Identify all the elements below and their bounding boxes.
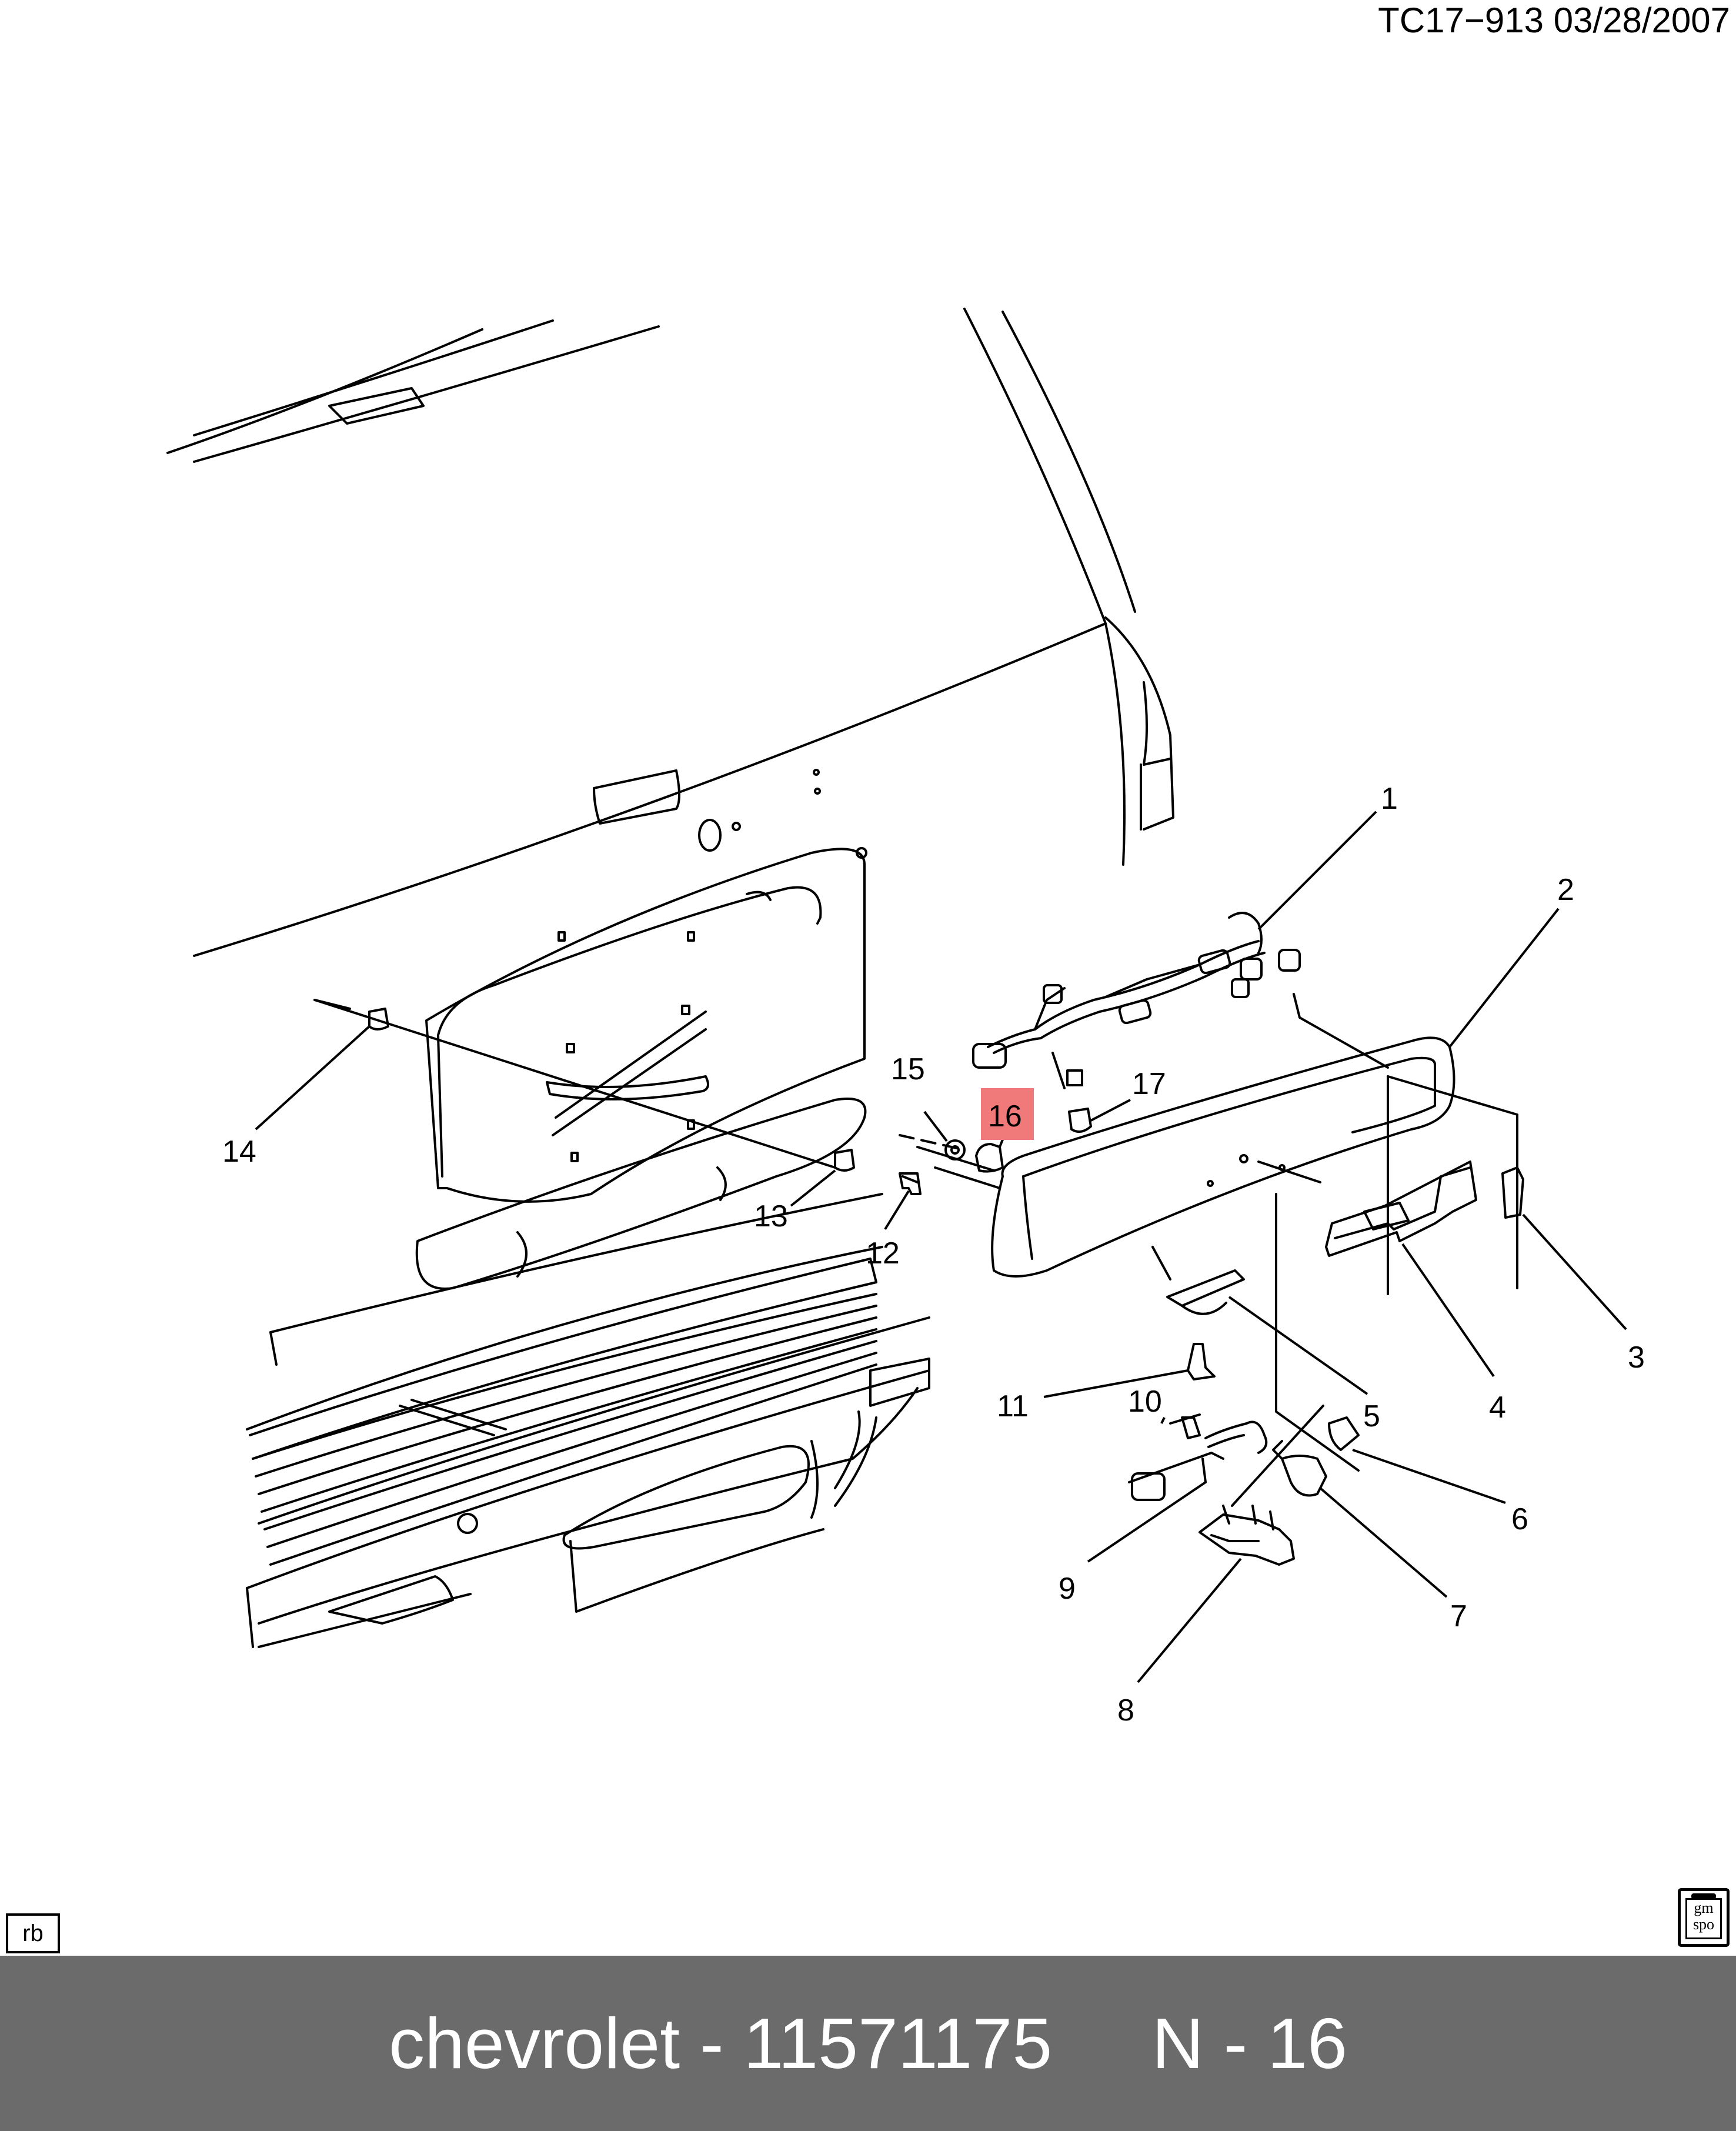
- leader-1: [1257, 811, 1377, 931]
- bulb-6: [1328, 1416, 1360, 1451]
- corner-tag: rb: [6, 1913, 60, 1953]
- wiring-harness-1: [972, 912, 1301, 1089]
- drawing-code-date: TC17−913 03/28/2007: [1378, 1, 1730, 40]
- license-plate-recess: [562, 1445, 810, 1550]
- leader-13: [790, 1169, 836, 1207]
- liftgate-top-edge: [193, 622, 1107, 957]
- bowtie-emblem-4: [1325, 1160, 1477, 1257]
- leader-4: [1401, 1243, 1495, 1378]
- d-pillar: [1001, 311, 1136, 613]
- leader-9: [1087, 1481, 1207, 1563]
- pigtail-9: [1204, 1420, 1268, 1454]
- logo-cap: [1691, 1893, 1716, 1899]
- lamp-housing-8: [1198, 1513, 1295, 1566]
- leader-3: [1522, 1213, 1627, 1330]
- callout-8: 8: [1117, 1693, 1134, 1728]
- callout-14: 14: [222, 1135, 256, 1169]
- callout-2: 2: [1557, 873, 1574, 907]
- rear-reflector: [328, 1575, 454, 1625]
- leader-17: [1090, 1099, 1131, 1122]
- callout-highlight: [981, 1088, 1034, 1140]
- grommet-13: [834, 1149, 855, 1172]
- leader-7: [1319, 1487, 1448, 1598]
- leader-8: [1137, 1558, 1242, 1683]
- callout-7: 7: [1450, 1599, 1467, 1633]
- parts-diagram: 1 2 3 4 5 6 7 8 9 10 11 12 13 14 15 16 1…: [166, 308, 1645, 1728]
- leader-14: [255, 1025, 370, 1130]
- d-pillar: [1143, 681, 1171, 766]
- callout-4: 4: [1489, 1390, 1506, 1425]
- logo-mark: gm spo: [1685, 1898, 1722, 1939]
- callout-1: 1: [1381, 782, 1398, 816]
- lamp-lens-5: [1166, 1269, 1245, 1307]
- clip-10: [1181, 1416, 1201, 1439]
- leader-2: [1448, 908, 1560, 1048]
- leader-15: [923, 1110, 948, 1142]
- nut-16: [975, 1143, 1004, 1173]
- callout-13: 13: [754, 1199, 788, 1233]
- roof-line: [193, 319, 554, 436]
- footer-caption: chevrolet - 11571175 N - 16: [0, 1956, 1736, 2131]
- callout-17: 17: [1132, 1067, 1166, 1101]
- washer-15: [944, 1139, 966, 1160]
- roof-line: [193, 325, 660, 463]
- license-pocket: [425, 848, 866, 1203]
- clip-3: [1501, 1166, 1524, 1219]
- screw-11: [1187, 1343, 1216, 1380]
- logo-line2: spo: [1692, 1916, 1715, 1933]
- d-pillar: [963, 308, 1126, 866]
- leader-5: [1228, 1296, 1368, 1395]
- callout-15: 15: [891, 1052, 925, 1086]
- liftgate-lower-lip: [415, 1098, 867, 1290]
- cap-17: [1068, 1108, 1092, 1133]
- bumper-step-grille: [249, 1258, 877, 1460]
- leader-10: [1160, 1417, 1166, 1424]
- callout-16: 16: [988, 1099, 1022, 1133]
- liftgate-handle: [593, 769, 680, 825]
- roof-line: [166, 328, 483, 454]
- callout-12: 12: [866, 1236, 900, 1270]
- applique-molding-2: [991, 1036, 1455, 1278]
- logo-line1: gm: [1694, 1899, 1714, 1916]
- alignment-line: [313, 999, 836, 1169]
- grommet-14: [368, 1008, 389, 1031]
- callout-9: 9: [1059, 1572, 1076, 1606]
- leader-6: [1352, 1449, 1506, 1504]
- d-pillar: [1104, 616, 1174, 831]
- callout-11: 11: [997, 1389, 1029, 1423]
- gm-spo-logo: gm spo: [1678, 1888, 1730, 1947]
- callout-3: 3: [1628, 1340, 1645, 1375]
- socket-7: [1281, 1455, 1327, 1497]
- rear-bumper: [269, 1193, 883, 1333]
- callout-10: 10: [1128, 1385, 1162, 1419]
- rear-bumper: [246, 1246, 883, 1430]
- callout-6: 6: [1511, 1502, 1528, 1536]
- leader-12: [884, 1190, 910, 1230]
- callout-5: 5: [1363, 1399, 1380, 1433]
- third-brake-light: [328, 387, 425, 425]
- leader-11: [1043, 1369, 1189, 1398]
- screw-12: [899, 1172, 922, 1195]
